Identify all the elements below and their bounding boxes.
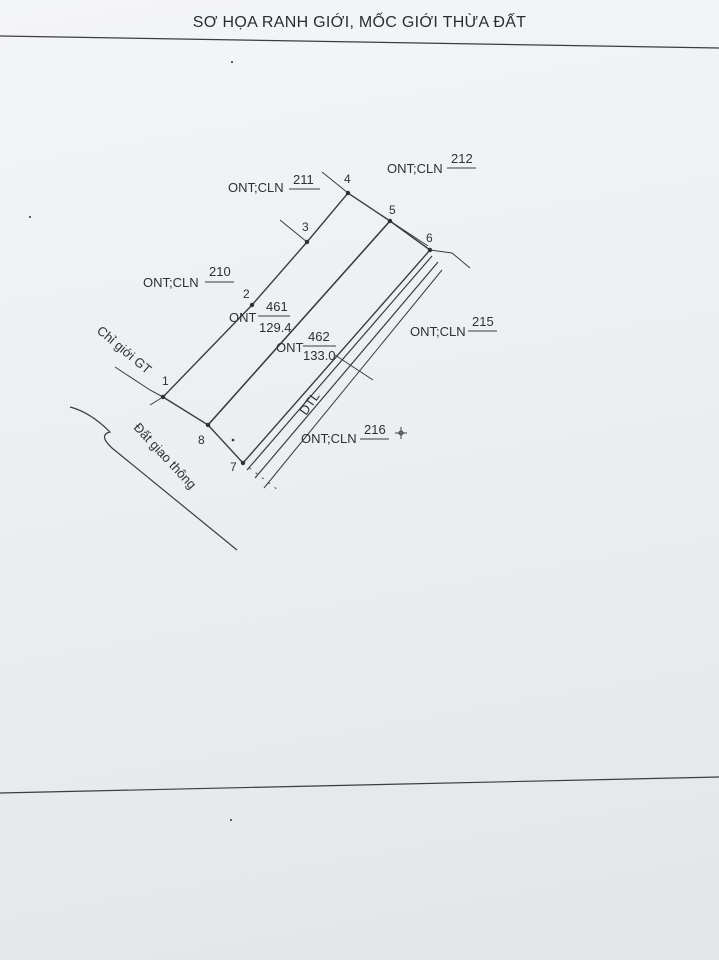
neighbor-210-number: 210 [209,264,231,279]
parcel-462-area: 133.0 [303,348,336,363]
chi-gioi-label: Chỉ giới GT [94,323,154,377]
benchmark-icon [395,427,407,439]
marker-2 [249,302,255,308]
road-tick [149,396,164,406]
dat-giao-thong-label: Đất giao thông [131,420,200,492]
tick-3 [279,219,308,243]
tick-1 [114,366,164,398]
ditch-line-1 [246,255,433,471]
parcel-462-number: 462 [308,329,330,344]
parcel-462-type: ONT [276,340,304,355]
neighbor-211-type: ONT;CLN [228,180,284,195]
parcel-461-area: 129.4 [259,320,292,335]
neighbor-211-number: 211 [293,172,314,187]
point-label-7: 7 [230,460,237,474]
marker-8 [205,422,211,428]
stray-dot-1 [231,438,235,442]
stray-dot-3 [230,819,232,821]
neighbor-215-number: 215 [472,314,494,329]
neighbor-215-type: ONT;CLN [410,324,466,339]
point-label-4: 4 [344,172,351,186]
neighbor-210-type: ONT;CLN [143,275,199,290]
marker-1 [160,394,166,400]
point-label-6: 6 [426,231,433,245]
point-label-2: 2 [243,287,250,301]
tick-6 [429,249,471,269]
road-edge [69,406,238,551]
marker-7 [240,460,246,466]
point-label-3: 3 [302,220,309,234]
marker-6 [427,247,433,253]
marker-5 [387,218,393,224]
marker-4 [345,190,351,196]
top-rule [0,35,719,49]
ditch-line-3 [263,269,443,489]
marker-3 [304,239,310,245]
point-label-1: 1 [162,374,169,388]
parcel-461-number: 461 [266,299,288,314]
parcel-461-type: ONT [229,310,257,325]
neighbor-212-type: ONT;CLN [387,161,443,176]
tick-4 [321,171,349,194]
tick-5 [389,220,429,247]
page-title: SƠ HỌA RANH GIỚI, MỐC GIỚI THỪA ĐẤT [192,14,527,31]
point-label-5: 5 [389,203,396,217]
neighbor-216-number: 216 [364,422,386,437]
neighbor-212-number: 212 [451,151,473,166]
neighbor-216-type: ONT;CLN [301,431,357,446]
tick-462 [334,354,374,381]
point-label-8: 8 [198,433,205,447]
stray-dot-4 [29,216,31,218]
stray-dot-2 [231,61,233,63]
ditch-line-2 [254,261,439,479]
bottom-rule [0,776,719,794]
